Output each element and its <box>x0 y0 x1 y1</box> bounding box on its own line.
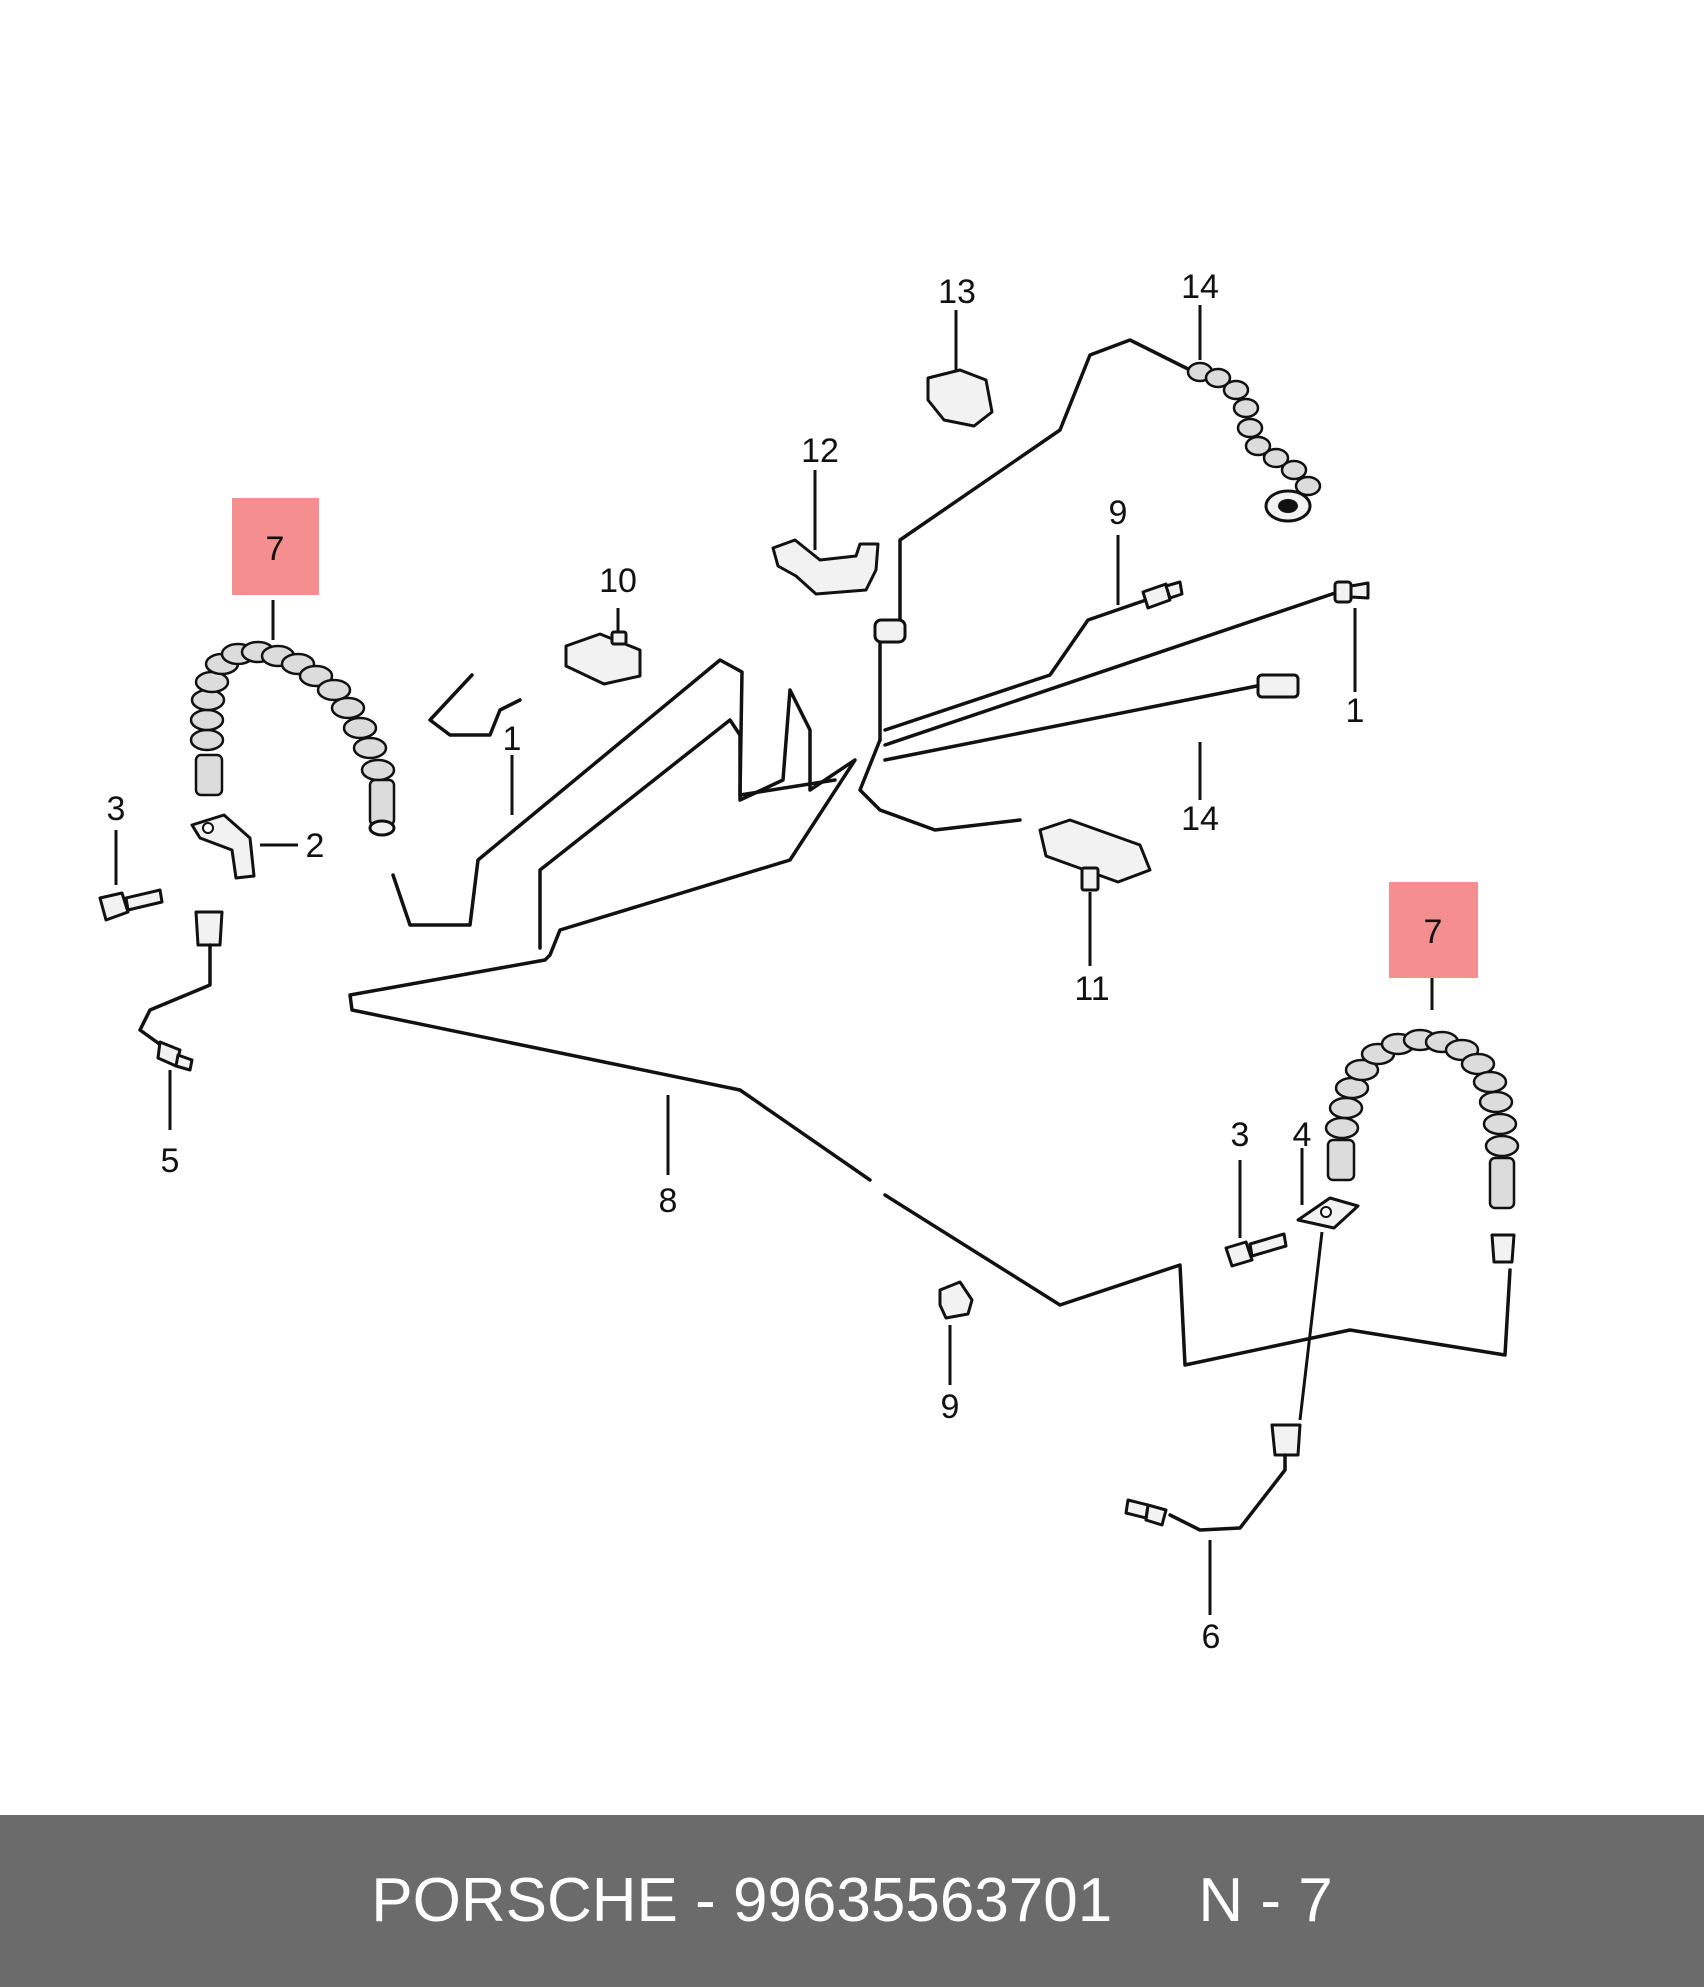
callout-5: 5 <box>161 1142 180 1180</box>
part-info-footer: PORSCHE - 99635563701 N - 7 <box>0 1815 1704 1987</box>
bracket-12 <box>771 538 880 596</box>
bolt-3-left <box>98 888 164 922</box>
holder-11 <box>1038 818 1152 892</box>
callout-9-lower: 9 <box>941 1388 960 1426</box>
clip-9-upper <box>1141 580 1184 610</box>
bracket-4 <box>1296 1196 1360 1230</box>
part-info-text: PORSCHE - 99635563701 N - 7 <box>371 1866 1333 1935</box>
callout-14-lower: 14 <box>1181 800 1219 838</box>
bolt-3-right <box>1224 1232 1288 1268</box>
bracket-2 <box>190 813 256 880</box>
callout-7-left: 7 <box>266 530 285 568</box>
callout-6: 6 <box>1202 1618 1221 1656</box>
brake-line-8 <box>348 673 1512 1367</box>
callout-4: 4 <box>1293 1116 1312 1154</box>
callout-13: 13 <box>938 273 976 311</box>
brake-line-6 <box>1124 1423 1302 1532</box>
callout-10: 10 <box>599 562 637 600</box>
flex-hose-14 <box>1186 361 1322 523</box>
callout-1-upper: 1 <box>503 720 522 758</box>
callout-3-right: 3 <box>1231 1116 1250 1154</box>
callout-12: 12 <box>801 432 839 470</box>
callout-11: 11 <box>1074 970 1109 1008</box>
clip-10 <box>564 630 642 686</box>
brake-line-1 <box>391 580 1370 927</box>
callout-2: 2 <box>306 827 325 865</box>
leader-4-hose <box>1298 1231 1324 1421</box>
highlight-box-right <box>1389 882 1478 978</box>
callout-3-left: 3 <box>107 790 126 828</box>
parts-diagram: 7 7 3 2 5 1 1 8 9 9 10 11 12 13 14 14 3 … <box>98 268 1520 1656</box>
callout-8: 8 <box>659 1182 678 1220</box>
callout-1-right: 1 <box>1346 692 1365 730</box>
highlight-box-left <box>232 498 319 595</box>
callout-14-upper: 14 <box>1181 268 1219 306</box>
brake-hose-7-right <box>1324 1028 1520 1264</box>
line-14 <box>858 338 1322 832</box>
clip-13 <box>926 368 994 428</box>
callout-9-upper: 9 <box>1109 494 1128 532</box>
brake-hose-7-left <box>189 640 396 837</box>
callout-7-right: 7 <box>1424 913 1443 951</box>
brake-line-5 <box>138 910 224 1072</box>
clip-9-lower <box>938 1280 974 1320</box>
